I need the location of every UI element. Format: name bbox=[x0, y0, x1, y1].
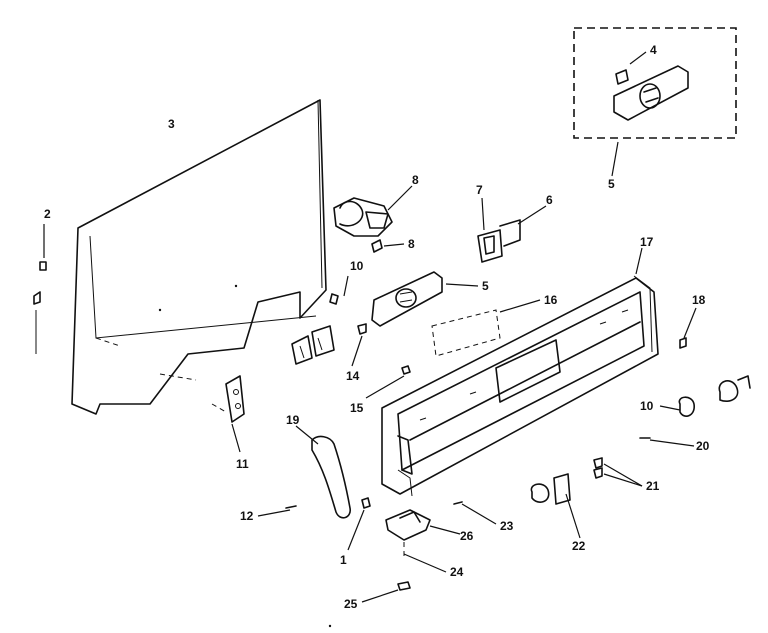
back-panel bbox=[71, 99, 327, 415]
label-18: 18 bbox=[692, 293, 706, 307]
label-26: 26 bbox=[460, 529, 474, 543]
left-screws bbox=[33, 224, 47, 354]
hinge-bracket bbox=[225, 375, 245, 453]
timer-motor bbox=[333, 185, 413, 253]
label-8-screw: 8 bbox=[408, 237, 415, 251]
label-6: 6 bbox=[546, 193, 553, 207]
right-clips bbox=[639, 307, 751, 447]
label-3: 3 bbox=[168, 117, 175, 131]
control-panel bbox=[381, 247, 659, 497]
label-19: 19 bbox=[286, 413, 300, 427]
label-5: 5 bbox=[482, 279, 489, 293]
label-15: 15 bbox=[350, 401, 364, 415]
bottom-parts bbox=[159, 373, 497, 628]
label-20: 20 bbox=[696, 439, 710, 453]
label-25: 25 bbox=[344, 597, 358, 611]
small-screws-center bbox=[351, 323, 411, 399]
label-17: 17 bbox=[640, 235, 654, 249]
label-12: 12 bbox=[240, 509, 254, 523]
label-10: 10 bbox=[350, 259, 364, 273]
label-7: 7 bbox=[476, 183, 483, 197]
label-4: 4 bbox=[650, 43, 657, 57]
label-22: 22 bbox=[572, 539, 586, 553]
part-labels: 3 2 4 5 8 8 7 6 10 5 16 17 18 14 15 11 1… bbox=[44, 43, 710, 611]
door-handle bbox=[257, 425, 371, 551]
label-11: 11 bbox=[236, 457, 249, 471]
switch-plate bbox=[371, 271, 479, 327]
label-23: 23 bbox=[500, 519, 514, 533]
label-16: 16 bbox=[544, 293, 558, 307]
label-18-lower: 10 bbox=[640, 399, 654, 413]
label-21: 21 bbox=[646, 479, 660, 493]
label-2: 2 bbox=[44, 207, 51, 221]
label-8-motor: 8 bbox=[412, 173, 419, 187]
label-14: 14 bbox=[346, 369, 360, 383]
display-lens bbox=[431, 299, 541, 357]
bottom-right-parts bbox=[530, 457, 643, 539]
optional-kit-box bbox=[573, 27, 737, 177]
label-5-box: 5 bbox=[608, 177, 615, 191]
label-1: 1 bbox=[340, 553, 347, 567]
label-24: 24 bbox=[450, 565, 464, 579]
clip-group-left bbox=[291, 275, 349, 365]
switch-bracket bbox=[477, 197, 547, 263]
